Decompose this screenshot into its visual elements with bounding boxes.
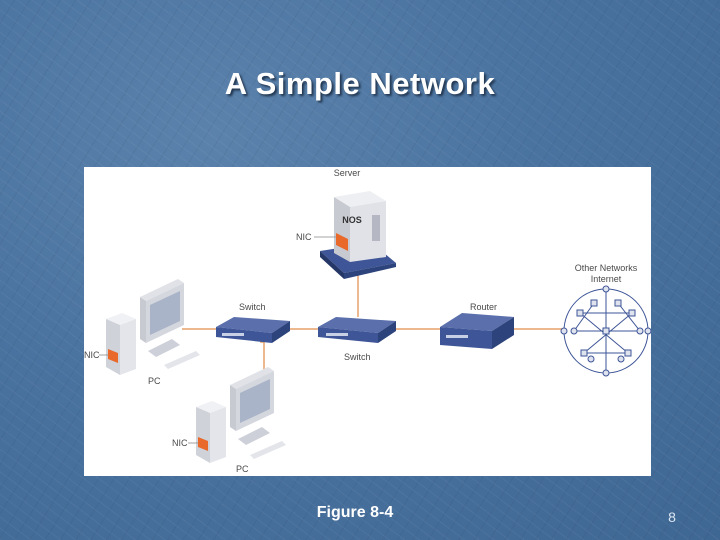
network-diagram: Server NOS NIC Switch Switch Router Othe… [84,167,651,476]
server-label: Server [334,168,361,178]
internet-nodes [560,285,651,377]
switch-left-icon [216,317,290,343]
pc2-icon [196,367,286,463]
server-icon [320,191,396,279]
switch-right-icon [318,317,396,343]
router-icon [440,313,514,349]
switch-right-label: Switch [344,352,371,362]
page-number: 8 [668,509,676,525]
server-nic-label: NIC [296,232,312,242]
pc1-icon [106,279,200,375]
internet-label-line2: Internet [591,274,622,284]
figure-caption: Figure 8-4 [316,504,394,521]
slide-title: A Simple Network [224,66,496,101]
pc1-nic-label: NIC [84,350,100,360]
pc2-label: PC [236,464,249,474]
router-label: Router [470,302,497,312]
internet-label-line1: Other Networks [575,263,638,273]
pc2-nic-label: NIC [172,438,188,448]
switch-left-label: Switch [239,302,266,312]
pc1-label: PC [148,376,161,386]
nos-label: NOS [342,215,362,225]
